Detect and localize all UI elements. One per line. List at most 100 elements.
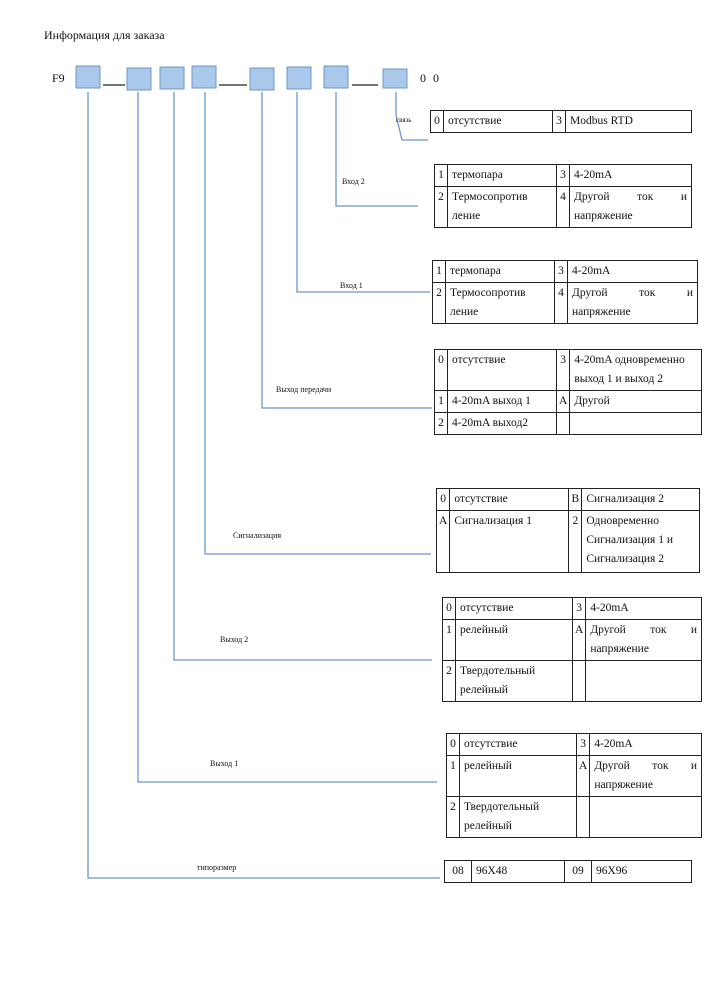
option-text: 4-20mA [589,733,702,756]
option-text: Другой [569,390,702,413]
option-code: 4 [554,282,568,324]
option-code: 0 [435,488,451,511]
input-2-label: Вход 2 [342,177,365,186]
table-row: A Сигнализация 1 2 Одновременно Сигнализ… [435,510,700,573]
option-code: A [555,390,571,413]
empty-cell [575,796,591,838]
empty-cell [589,796,702,838]
option-text-line: напряжение [574,210,633,222]
option-code: 3 [554,260,568,283]
table-row: 1 4-20mA выход 1 A Другой [434,390,702,413]
option-text: Сигнализация 1 [449,510,570,573]
option-text-line: напряжение [594,779,653,791]
option-text: Одновременно Сигнализация 1 и Сигнализац… [581,510,700,573]
comm-table: 0 отсутствие 3 Modbus RTD [430,110,692,133]
option-code: 1 [446,755,460,797]
slot-input-1 [286,66,312,90]
option-text: 4-20mA [569,164,692,187]
option-code: 2 [568,510,583,573]
option-text: Термосопротив ление [447,186,557,228]
slot-alarm [191,65,217,89]
slot-transmit [249,67,275,91]
table-row: 0 отсутствие 3 4-20mA [446,733,702,756]
option-text: Другой ток и напряжение [569,186,692,228]
empty-cell [585,660,702,702]
output-1-table: 0 отсутствие 3 4-20mA 1 релейный A Друго… [446,733,702,838]
empty-cell [569,412,702,435]
option-code: 0 [446,733,460,756]
option-code: 3 [552,110,566,133]
table-row: 0 отсутствие 3 4-20mA [442,597,702,620]
slot-output-1 [126,67,152,91]
option-text: 4-20mA выход2 [447,412,557,435]
option-text: Термосопротив ление [445,282,555,324]
option-code: 2 [434,186,448,228]
table-row: 0 отсутствие 3 Modbus RTD [430,110,692,133]
option-code: 0 [442,597,456,620]
output-2-label: Выход 2 [220,635,249,644]
option-text: 4-20mA [585,597,702,620]
option-text: термопара [445,260,555,283]
option-code: 1 [434,164,448,187]
option-code: 2 [446,796,460,838]
option-text-line: напряжение [590,643,649,655]
option-text: Modbus RTD [565,110,692,133]
table-row: 2 Термосопротив ление 4 Другой ток и напр… [434,186,692,228]
option-code: 1 [432,260,446,283]
option-text: 96X96 [591,860,692,883]
option-code: 1 [442,619,456,661]
option-code: 0 [434,349,448,391]
size-label: типоразмер [197,863,237,872]
option-code: 4 [556,186,570,228]
option-text-line: напряжение [572,306,631,318]
option-code: 2 [442,660,456,702]
table-row: 2 4-20mA выход2 [434,412,702,435]
option-code: 1 [434,390,448,413]
option-text: отсутствие [459,733,577,756]
option-text: отсутствие [455,597,573,620]
option-code: A [575,755,591,797]
option-text: отсутствие [447,349,557,391]
input-1-label: Вход 1 [340,281,363,290]
slot-output-2 [159,66,185,90]
option-code: 3 [571,597,587,620]
option-text: 4-20mA [567,260,698,283]
option-code: B [568,488,583,511]
option-code: 3 [575,733,591,756]
alarm-label: Сигнализация [233,531,282,540]
option-text: Другой ток и напряжение [567,282,698,324]
table-row: 1 термопара 3 4-20mA [432,260,698,283]
option-code: 2 [434,412,448,435]
option-text: отсутствие [449,488,570,511]
option-text: 4-20mA одновременно выход 1 и выход 2 [569,349,702,391]
output-2-table: 0 отсутствие 3 4-20mA 1 релейный A Друго… [442,597,702,702]
option-text: термопара [447,164,557,187]
slot-input-2 [323,65,349,89]
table-row: 08 96X48 09 96X96 [444,860,692,883]
output-1-label: Выход 1 [210,759,239,768]
option-text: Твердотельный релейный [455,660,573,702]
slot-communication [382,68,408,89]
option-text: Твердотельный релейный [459,796,577,838]
option-text-line: Другой ток и [574,191,687,203]
page-title: Информация для заказа [44,28,165,42]
option-text: Сигнализация 2 [581,488,700,511]
option-code: 3 [555,349,571,391]
slot-size [75,65,101,89]
option-text: релейный [459,755,577,797]
model-prefix: F9 [52,71,65,85]
input-1-table: 1 термопара 3 4-20mA 2 Термосопротив лен… [432,260,698,324]
option-text: 4-20mA выход 1 [447,390,557,413]
table-row: 0 отсутствие B Сигнализация 2 [435,488,700,511]
option-code: 0 [430,110,444,133]
model-suffix: 0 0 [420,71,441,85]
empty-cell [555,412,571,435]
option-text-line: Другой ток и [572,287,693,299]
option-code: 09 [564,860,592,883]
size-table: 08 96X48 09 96X96 [444,860,692,883]
transmit-label: Выход передачи [276,385,332,394]
